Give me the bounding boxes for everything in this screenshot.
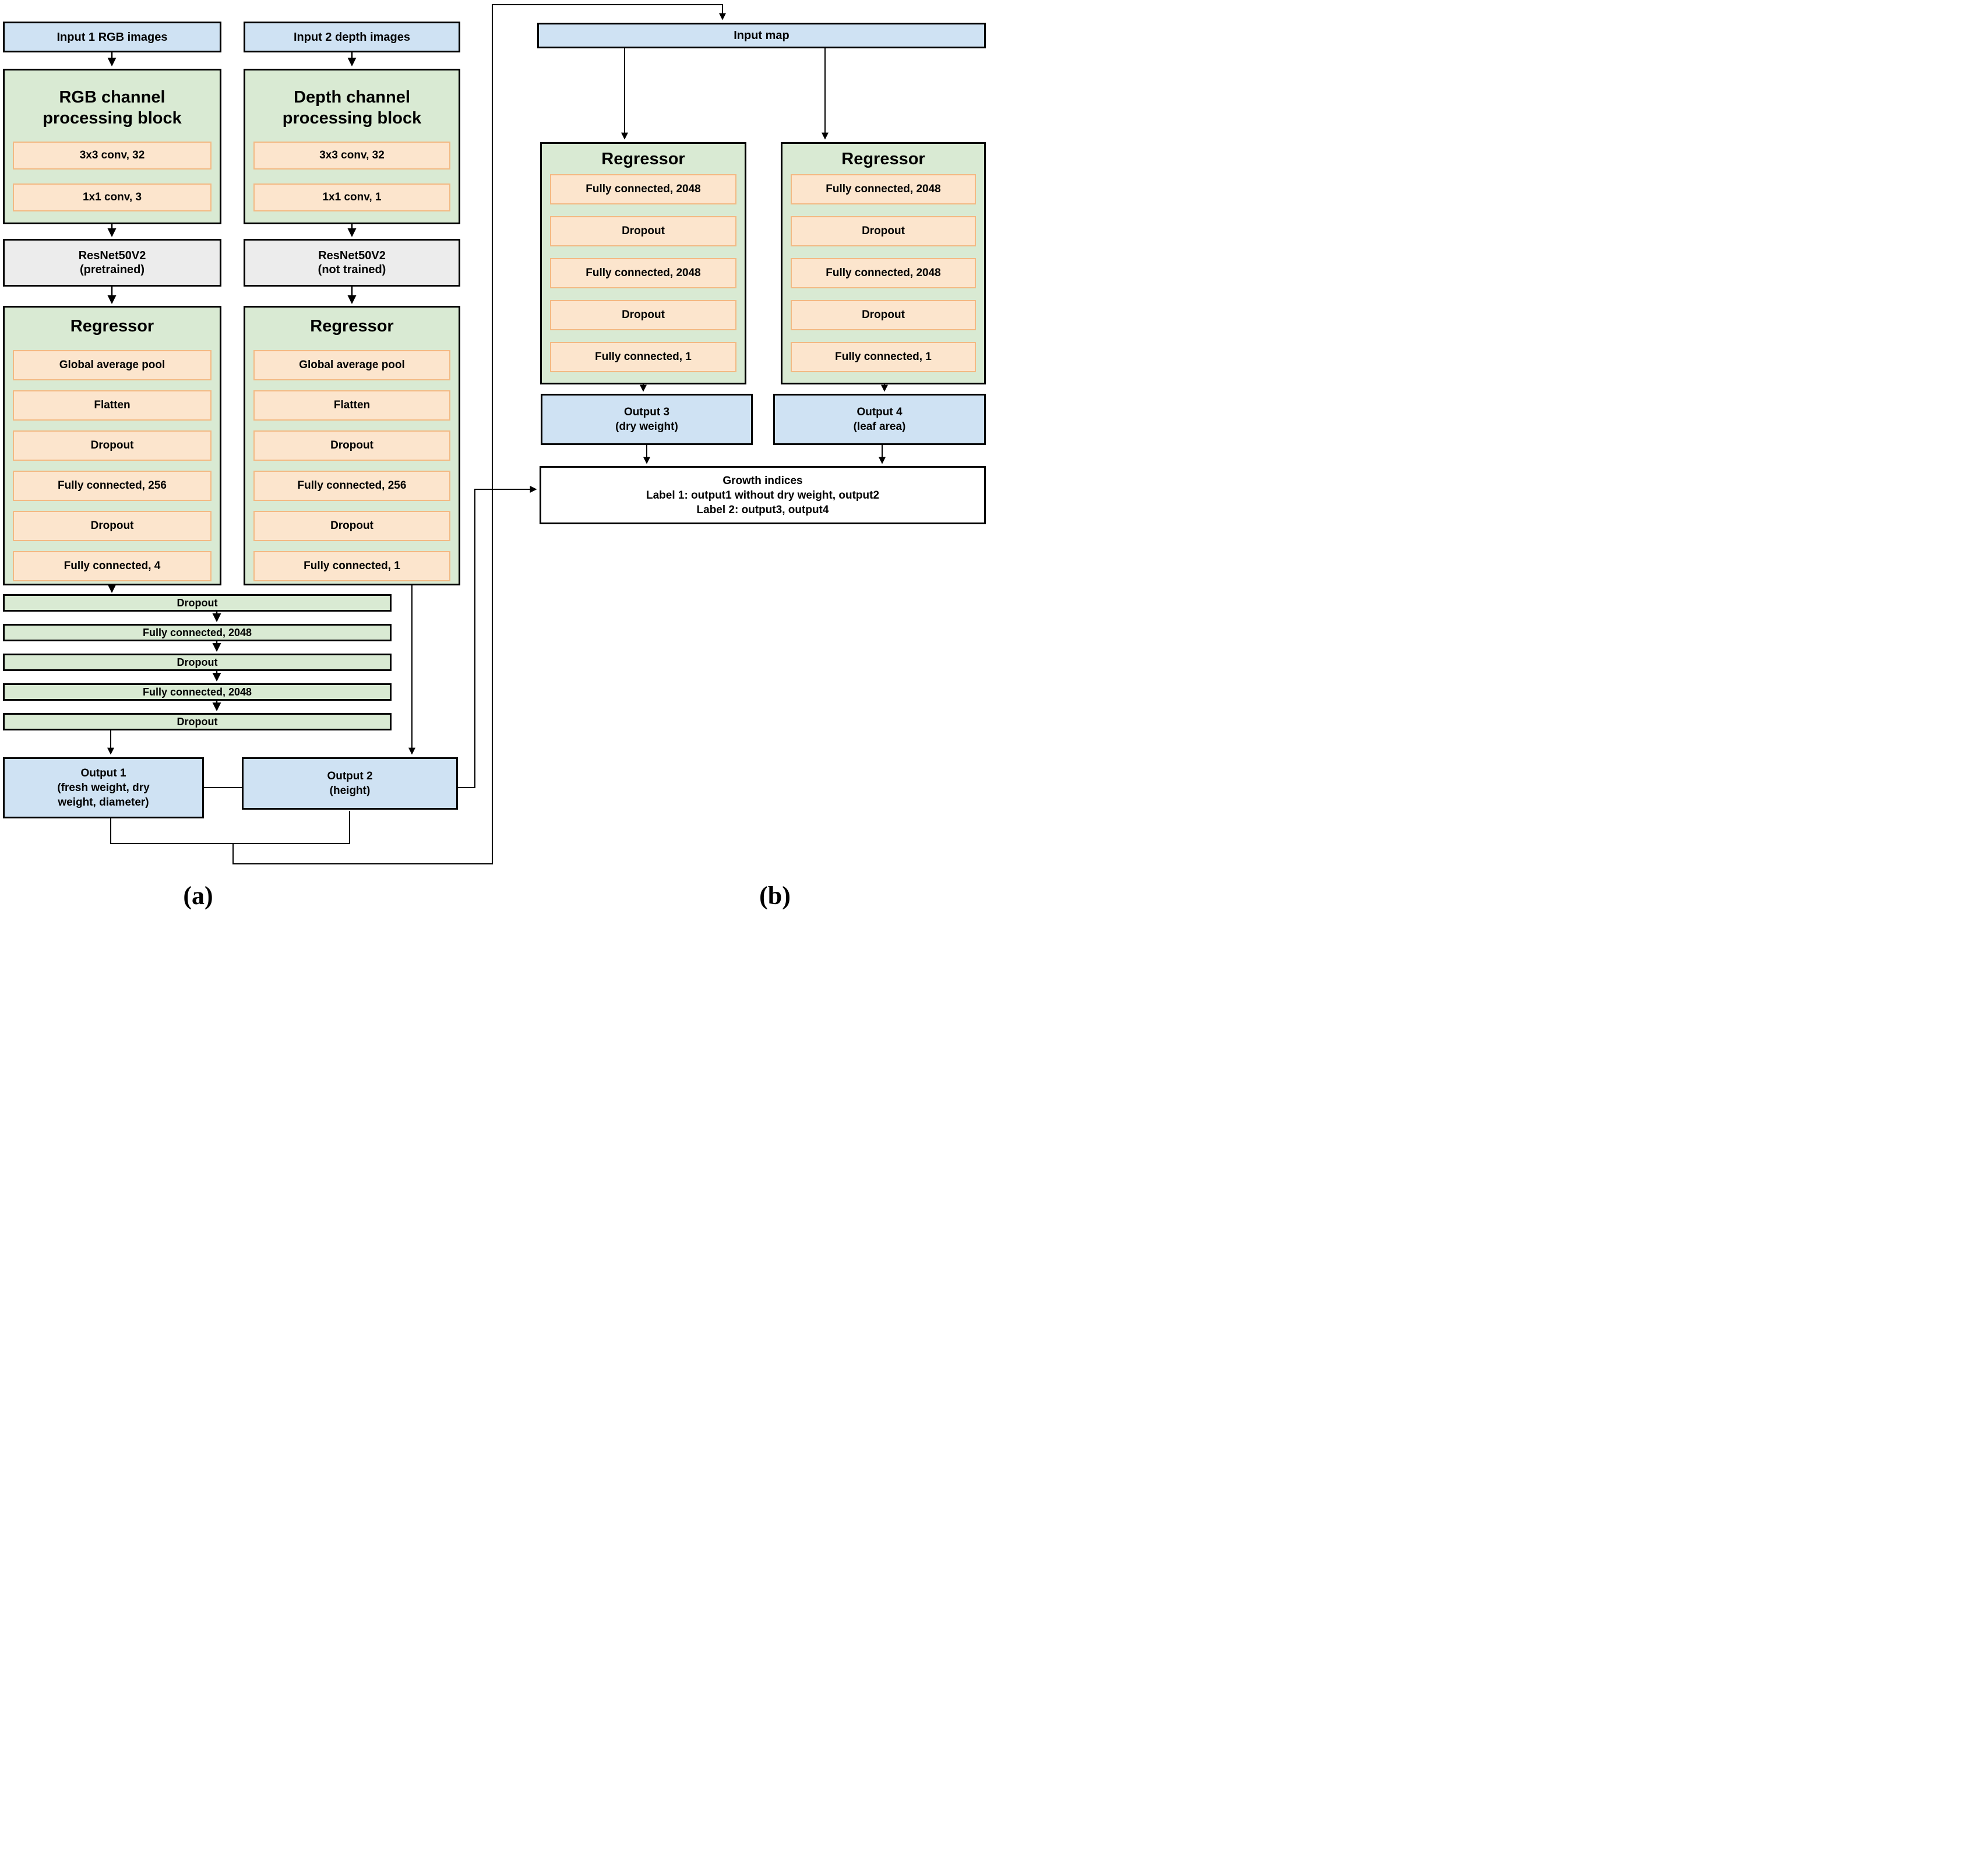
regressor2-layer4: Fully connected, 256 [253,471,450,501]
input-map-box: Input map [537,23,986,48]
depth-conv1-bar: 3x3 conv, 32 [253,142,450,170]
output3-box: Output 3 (dry weight) [541,394,753,445]
rgb-block-title: RGB channel processing block [43,88,182,128]
regressor2-layer5: Dropout [253,511,450,541]
input1-label: Input 1 RGB images [57,30,168,44]
rgb-conv2-bar: 1x1 conv, 3 [13,183,212,211]
regressor3-box: Regressor Fully connected, 2048 Dropout … [540,142,746,384]
connector-lines [107,4,888,864]
input1-box: Input 1 RGB images [3,22,221,52]
panel-b-caption: (b) [759,881,791,910]
input2-label: Input 2 depth images [293,30,411,44]
growth-indices-box: Growth indices Label 1: output1 without … [540,466,986,524]
regressor4-title: Regressor [841,150,925,168]
regressor2-layer6: Fully connected, 1 [253,551,450,581]
regressor2-layer3: Dropout [253,430,450,461]
input2-box: Input 2 depth images [244,22,460,52]
regressor3-layer5: Fully connected, 1 [550,342,736,372]
regressor1-layer5: Dropout [13,511,212,541]
regressor1-layer4: Fully connected, 256 [13,471,212,501]
regressor2-box: Regressor Global average pool Flatten Dr… [244,306,460,585]
chain-fc2048-1-bar: Fully connected, 2048 [3,624,392,641]
input-map-label: Input map [734,29,789,42]
regressor4-box: Regressor Fully connected, 2048 Dropout … [781,142,986,384]
regressor4-layer5: Fully connected, 1 [791,342,976,372]
chain-dropout2-bar: Dropout [3,654,392,671]
regressor2-title: Regressor [310,317,394,336]
diagram-canvas: Input 1 RGB images Input 2 depth images … [0,0,994,928]
regressor4-layer3: Fully connected, 2048 [791,258,976,288]
regressor1-box: Regressor Global average pool Flatten Dr… [3,306,221,585]
rgb-processing-block: RGB channel processing block 3x3 conv, 3… [3,69,221,224]
regressor3-layer3: Fully connected, 2048 [550,258,736,288]
regressor3-layer4: Dropout [550,300,736,330]
regressor3-layer1: Fully connected, 2048 [550,174,736,204]
output2-box: Output 2 (height) [242,757,458,810]
regressor4-layer1: Fully connected, 2048 [791,174,976,204]
output1-box: Output 1 (fresh weight, dry weight, diam… [3,757,204,818]
rgb-conv1-bar: 3x3 conv, 32 [13,142,212,170]
panel-a-caption: (a) [183,881,213,910]
regressor2-layer2: Flatten [253,390,450,421]
regressor2-layer1: Global average pool [253,350,450,380]
regressor1-layer1: Global average pool [13,350,212,380]
regressor1-layer6: Fully connected, 4 [13,551,212,581]
depth-conv2-bar: 1x1 conv, 1 [253,183,450,211]
line-outputs-merge [110,811,350,844]
regressor3-title: Regressor [601,150,685,168]
resnet2-box: ResNet50V2 (not trained) [244,239,460,287]
chain-dropout3-bar: Dropout [3,713,392,730]
depth-block-title: Depth channel processing block [282,88,422,128]
arrow-outputs-to-growth [458,486,537,788]
line-merge-to-input-map [232,4,726,864]
chain-fc2048-2-bar: Fully connected, 2048 [3,683,392,701]
output4-box: Output 4 (leaf area) [773,394,986,445]
regressor3-layer2: Dropout [550,216,736,246]
regressor4-layer2: Dropout [791,216,976,246]
regressor1-title: Regressor [70,317,154,336]
chain-dropout1-bar: Dropout [3,594,392,612]
depth-processing-block: Depth channel processing block 3x3 conv,… [244,69,460,224]
regressor4-layer4: Dropout [791,300,976,330]
resnet1-box: ResNet50V2 (pretrained) [3,239,221,287]
regressor1-layer3: Dropout [13,430,212,461]
regressor1-layer2: Flatten [13,390,212,421]
